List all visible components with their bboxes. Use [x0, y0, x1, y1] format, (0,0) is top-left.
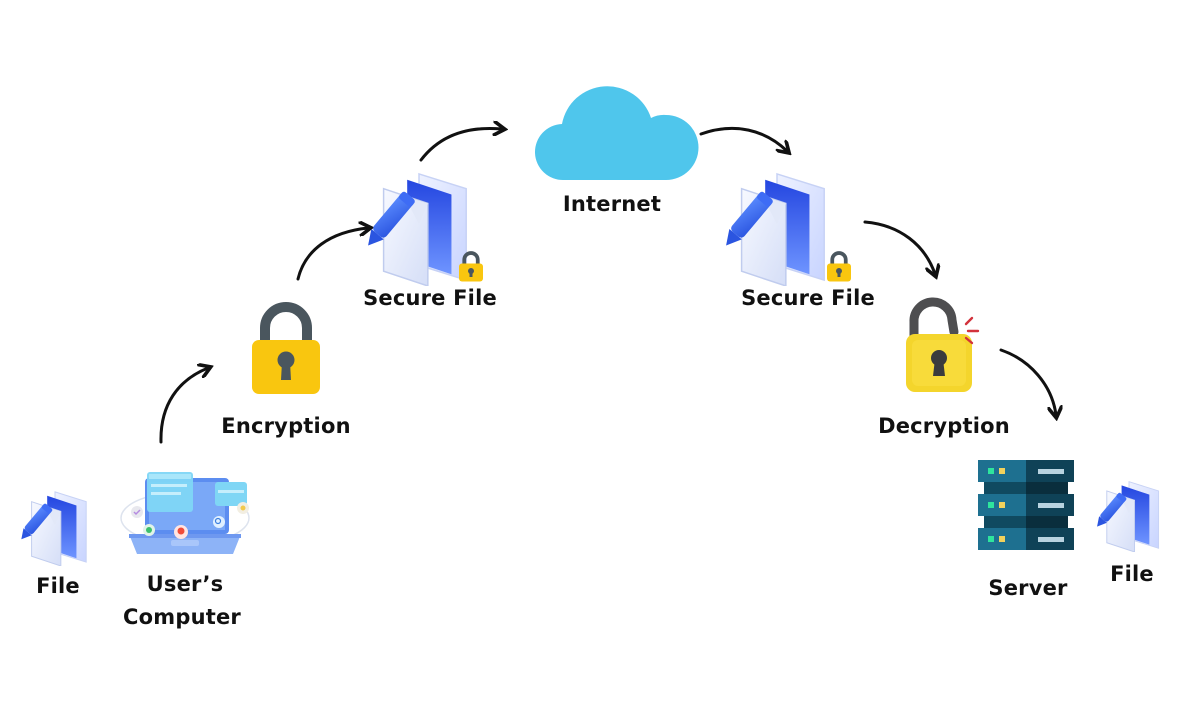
- mini-lock-icon: [456, 250, 486, 283]
- arrow-secure-file-to-internet: [419, 128, 502, 162]
- secure-file-1-label: Secure File: [363, 286, 497, 310]
- node-decryption: [900, 296, 990, 396]
- node-encryption: [248, 300, 324, 396]
- cloud-icon: [534, 86, 699, 181]
- internet-label: Internet: [562, 192, 662, 216]
- file-source-label: File: [36, 574, 80, 598]
- node-internet: [534, 84, 699, 182]
- node-file-source: [16, 488, 96, 568]
- arrow-secure-file-to-decryption: [863, 220, 935, 274]
- node-users-computer: [115, 470, 255, 565]
- document-pen-icon: [1092, 478, 1166, 552]
- padlock-closed-icon: [252, 302, 320, 394]
- arrow-encryption-to-secure-file: [296, 228, 368, 281]
- secure-document-icon: [718, 168, 836, 286]
- document-pen-icon: [16, 488, 94, 566]
- node-server: [978, 458, 1074, 554]
- users-computer-label-line2: Computer: [123, 605, 241, 629]
- server-label: Server: [988, 576, 1068, 600]
- file-destination-label: File: [1110, 562, 1154, 586]
- mini-lock-icon: [824, 250, 854, 283]
- encryption-label: Encryption: [221, 414, 351, 438]
- arrow-decryption-to-server: [999, 348, 1056, 415]
- node-file-destination: [1092, 478, 1168, 554]
- users-computer-label-line1: User’s: [146, 572, 224, 596]
- node-secure-file-1: [360, 168, 490, 286]
- laptop-icon: [120, 472, 250, 554]
- node-secure-file-2: [718, 168, 848, 286]
- secure-file-2-label: Secure File: [741, 286, 875, 310]
- arrow-computer-to-encryption: [159, 368, 208, 444]
- arrow-internet-to-secure-file: [699, 126, 787, 151]
- decryption-label: Decryption: [878, 414, 1010, 438]
- server-rack-icon: [978, 460, 1074, 550]
- padlock-open-icon: [906, 297, 980, 392]
